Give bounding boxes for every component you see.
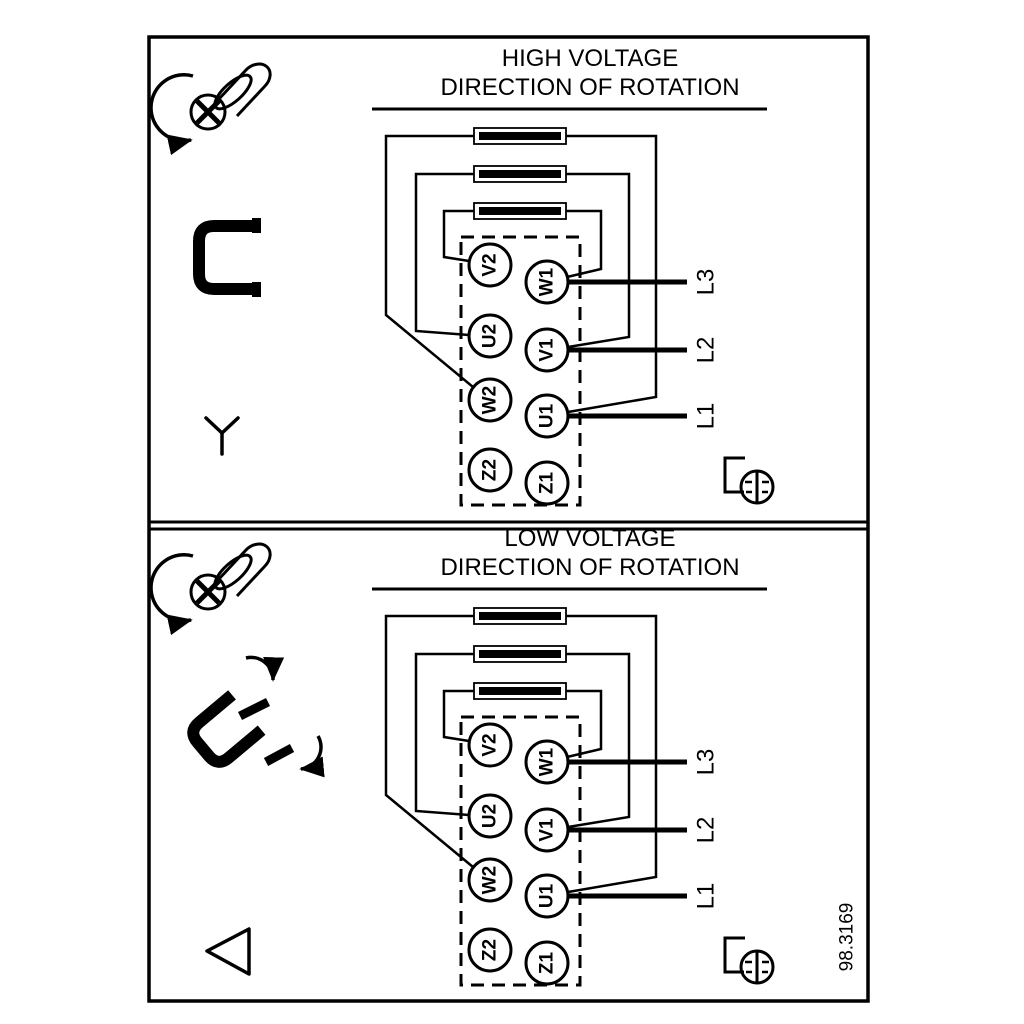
low-voltage-title: LOW VOLTAGE xyxy=(504,525,675,552)
diagram-frame xyxy=(147,35,870,1003)
insert-arrow-icon xyxy=(245,655,285,682)
jumper-link-tab xyxy=(263,744,295,766)
jumper-link-shape xyxy=(193,220,256,295)
high-voltage-title: HIGH VOLTAGE xyxy=(502,45,678,72)
jumper-link-tab xyxy=(237,697,271,721)
star-connection-icon xyxy=(204,416,240,456)
high-voltage-subtitle: DIRECTION OF ROTATION xyxy=(440,74,739,101)
jumper-link-icon xyxy=(193,218,261,297)
low-voltage-subtitle: DIRECTION OF ROTATION xyxy=(440,554,739,581)
jumper-insertion-icon xyxy=(187,655,325,778)
jumper-link-shape xyxy=(187,690,266,768)
star-arm xyxy=(220,416,240,435)
figure-number: 98.3169 xyxy=(837,903,858,972)
high-voltage-panel: HIGH VOLTAGE DIRECTION OF ROTATION xyxy=(151,45,773,505)
jumper-link-tab xyxy=(252,282,261,297)
insert-arrow-icon xyxy=(299,735,325,778)
star-arm xyxy=(204,416,224,435)
jumper-link-tab xyxy=(252,218,261,233)
low-voltage-panel: LOW VOLTAGE DIRECTION OF ROTATION 98.316… xyxy=(151,525,858,985)
delta-connection-icon xyxy=(205,927,251,976)
low-voltage-wiring xyxy=(151,544,773,985)
